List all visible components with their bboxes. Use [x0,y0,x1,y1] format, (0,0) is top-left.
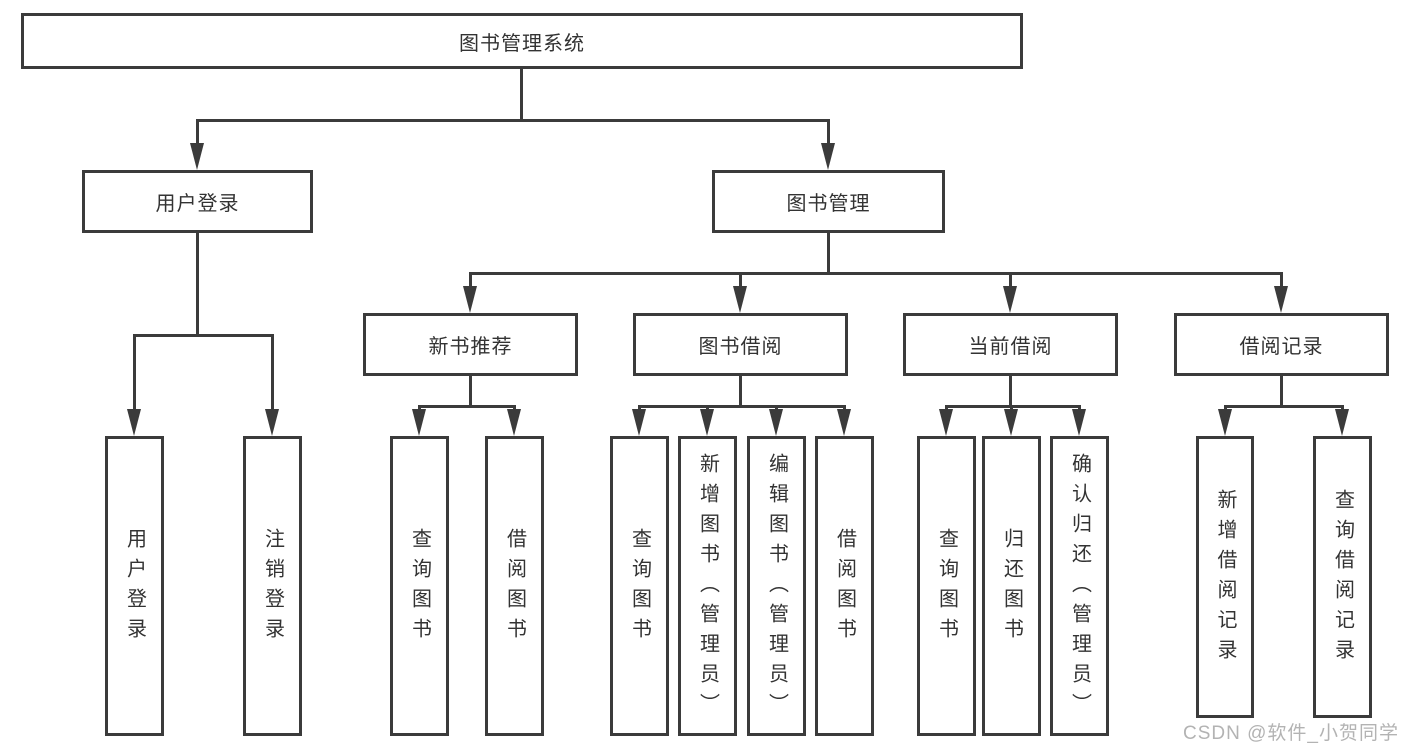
arrow-down-icon [1004,409,1018,436]
node-borrow-records: 借阅记录 [1174,313,1389,376]
arrow-down-icon [632,409,646,436]
edge-book-management-stem [827,233,830,274]
arrow-down-icon [1274,286,1288,313]
node-leaf-user-login: 用户登录 [105,436,164,736]
node-leaf-query-borrow-record: 查询借阅记录 [1313,436,1372,718]
edge-drop-book-management [827,119,830,145]
edge-drop-book-borrow [739,272,742,288]
edge-user-login-branch [133,334,274,337]
edge-new-book-stem [469,376,472,407]
node-user-login-label: 用户登录 [155,193,240,215]
edge-drop-leaf-user-login [133,334,136,411]
edge-drop-leaf-logout [271,334,274,411]
edge-borrow-record-stem [1280,376,1283,407]
edge-borrow-record-branch [1224,405,1344,408]
edge-user-login-stem [196,233,199,336]
node-leaf-query-books-1: 查询图书 [390,436,449,736]
edge-book-management-branch [469,272,1282,275]
edge-current-borrow-branch [945,405,1081,408]
node-book-management-label: 图书管理 [786,193,871,215]
node-current-borrow: 当前借阅 [903,313,1118,376]
node-leaf-query-books-2: 查询图书 [610,436,669,736]
node-current-borrow-label: 当前借阅 [968,336,1053,358]
watermark: CSDN @软件_小贺同学 [1183,723,1399,744]
edge-drop [706,405,709,412]
arrow-down-icon [127,409,141,436]
arrow-down-icon [821,143,835,170]
edge-drop [1341,405,1344,412]
node-leaf-confirm-return-admin-label: 确认归还（管理员） [1068,453,1091,723]
arrow-down-icon [265,409,279,436]
node-leaf-query-borrow-record-label: 查询借阅记录 [1331,489,1354,669]
node-leaf-query-books-1-label: 查询图书 [408,528,431,648]
node-root-label: 图书管理系统 [459,32,585,55]
node-leaf-return-book: 归还图书 [982,436,1041,736]
arrow-down-icon [1335,409,1349,436]
node-leaf-edit-book-admin: 编辑图书（管理员） [747,436,806,736]
node-leaf-borrow-books-2-label: 借阅图书 [833,528,856,648]
edge-drop [418,405,421,412]
edge-drop-new-book [469,272,472,288]
edge-drop [775,405,778,412]
node-leaf-query-books-2-label: 查询图书 [628,528,651,648]
arrow-down-icon [733,286,747,313]
edge-new-book-branch [418,405,516,408]
node-root: 图书管理系统 [21,13,1023,69]
arrow-down-icon [463,286,477,313]
arrow-down-icon [1003,286,1017,313]
arrow-down-icon [1218,409,1232,436]
node-leaf-add-book-admin-label: 新增图书（管理员） [696,453,719,723]
node-leaf-confirm-return-admin: 确认归还（管理员） [1050,436,1109,736]
node-book-management: 图书管理 [712,170,945,233]
arrow-down-icon [939,409,953,436]
edge-drop [638,405,641,412]
edge-root-stem [520,68,523,122]
node-leaf-borrow-books-2: 借阅图书 [815,436,874,736]
node-book-borrow: 图书借阅 [633,313,848,376]
edge-book-borrow-branch [638,405,846,408]
edge-book-borrow-stem [739,376,742,407]
node-borrow-records-label: 借阅记录 [1239,336,1324,358]
node-new-book-recommend-label: 新书推荐 [428,336,513,358]
edge-drop [843,405,846,412]
node-leaf-return-book-label: 归还图书 [1000,528,1023,648]
edge-drop [513,405,516,412]
node-leaf-add-book-admin: 新增图书（管理员） [678,436,737,736]
arrow-down-icon [507,409,521,436]
edge-drop-user-login [196,119,199,145]
edge-drop-borrow-record [1280,272,1283,288]
edge-drop [1078,405,1081,412]
node-new-book-recommend: 新书推荐 [363,313,578,376]
node-book-borrow-label: 图书借阅 [698,336,783,358]
edge-drop-current-borrow [1009,272,1012,288]
arrow-down-icon [412,409,426,436]
edge-drop [1010,405,1013,412]
node-leaf-edit-book-admin-label: 编辑图书（管理员） [765,453,788,723]
node-leaf-query-books-3-label: 查询图书 [935,528,958,648]
node-leaf-add-borrow-record: 新增借阅记录 [1196,436,1254,718]
node-user-login: 用户登录 [82,170,313,233]
node-leaf-query-books-3: 查询图书 [917,436,976,736]
node-leaf-borrow-books-1: 借阅图书 [485,436,544,736]
edge-current-borrow-stem [1009,376,1012,407]
edge-drop [945,405,948,412]
edge-root-branch [196,119,830,122]
node-leaf-logout-label: 注销登录 [261,528,284,648]
arrow-down-icon [1072,409,1086,436]
arrow-down-icon [837,409,851,436]
node-leaf-borrow-books-1-label: 借阅图书 [503,528,526,648]
node-leaf-logout: 注销登录 [243,436,302,736]
node-leaf-add-borrow-record-label: 新增借阅记录 [1214,489,1236,669]
node-leaf-user-login-label: 用户登录 [123,528,146,648]
arrow-down-icon [190,143,204,170]
edge-drop [1224,405,1227,412]
arrow-down-icon [700,409,714,436]
arrow-down-icon [769,409,783,436]
